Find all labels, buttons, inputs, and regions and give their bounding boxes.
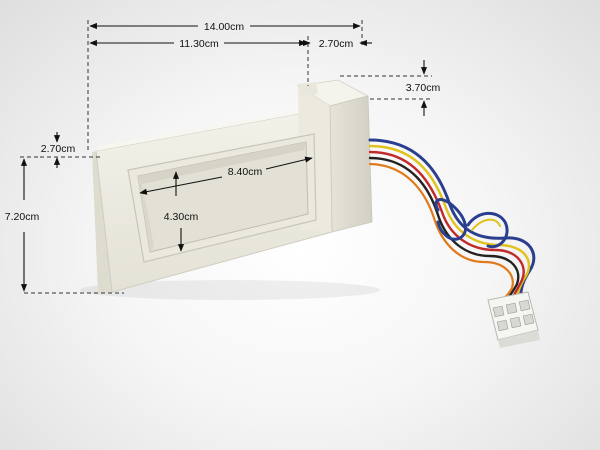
- dimension-overall-width: 14.00cm: [87, 20, 363, 150]
- connector-width-label: 2.70cm: [319, 38, 354, 50]
- dimension-opening-width: 8.40cm: [139, 156, 313, 195]
- connector-height-label: 3.70cm: [406, 82, 441, 94]
- dimension-side-depth: 2.70cm: [40, 132, 100, 168]
- connector-plug: [487, 291, 540, 348]
- opening-height-label: 4.30cm: [164, 211, 199, 223]
- dimension-connector-height: 3.70cm: [340, 60, 440, 116]
- dimension-opening-height: 4.30cm: [164, 171, 199, 252]
- opening-frame: [127, 133, 317, 263]
- body-width-label: 11.30cm: [179, 38, 219, 50]
- dimension-connector-width: 2.70cm: [298, 38, 372, 50]
- wire-harness: [368, 138, 536, 307]
- total-height-label: 7.20cm: [5, 211, 40, 223]
- overall-width-label: 14.00cm: [204, 21, 245, 33]
- side-depth-label: 2.70cm: [41, 143, 76, 155]
- dimension-body-width: 11.30cm: [89, 36, 309, 86]
- dimension-total-height: 7.20cm: [5, 156, 124, 294]
- opening-width-label: 8.40cm: [228, 166, 263, 178]
